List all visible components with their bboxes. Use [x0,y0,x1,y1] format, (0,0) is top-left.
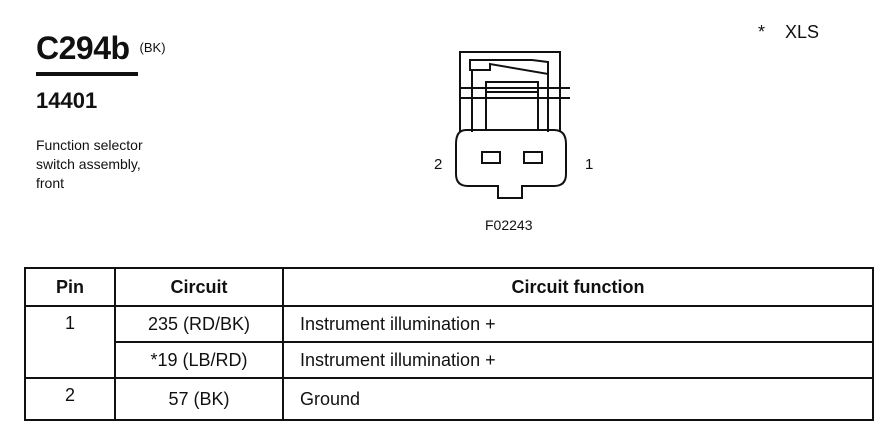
part-number: 14401 [36,88,98,113]
pin-label-left: 2 [434,156,443,173]
pin-cell: 2 [24,377,116,421]
title-underline [36,72,138,76]
header-circuit: Circuit [114,267,284,307]
table-row: 1 235 (RD/BK) Instrument illumination + [24,305,874,379]
pin-cell: 1 [24,305,116,379]
description-line: Function selector [36,137,143,153]
variant-label: XLS [785,22,820,42]
header-circuit-function: Circuit function [282,267,874,307]
connector-code: C294b [36,30,130,66]
header-pin: Pin [24,267,116,307]
function-cell: Instrument illumination + [282,305,874,343]
connector-diagram [420,40,620,215]
pinout-table: Pin Circuit Circuit function 1 235 (RD/B… [24,267,874,421]
table-row: 2 57 (BK) Ground [24,377,874,421]
variant-marker: * [758,22,766,42]
table-header-row: Pin Circuit Circuit function [24,267,874,307]
pin-label-right: 1 [585,156,594,173]
function-cell: Ground [282,377,874,421]
connector-id: C294b (BK) [36,30,166,67]
table-row: *19 (LB/RD) Instrument illumination + [25,341,874,379]
circuit-cell: *19 (LB/RD) [114,341,284,379]
figure-id: F02243 [485,217,533,233]
description-line: switch assembly, [36,156,141,172]
connector-face-drawing [455,51,570,199]
variant-note: * XLS [758,22,819,43]
connector-description: Function selector switch assembly, front [36,136,196,193]
connector-color: (BK) [139,40,166,55]
circuit-cell: 235 (RD/BK) [114,305,284,343]
description-line: front [36,175,65,191]
function-cell: Instrument illumination + [282,341,874,379]
circuit-cell: 57 (BK) [114,377,284,421]
